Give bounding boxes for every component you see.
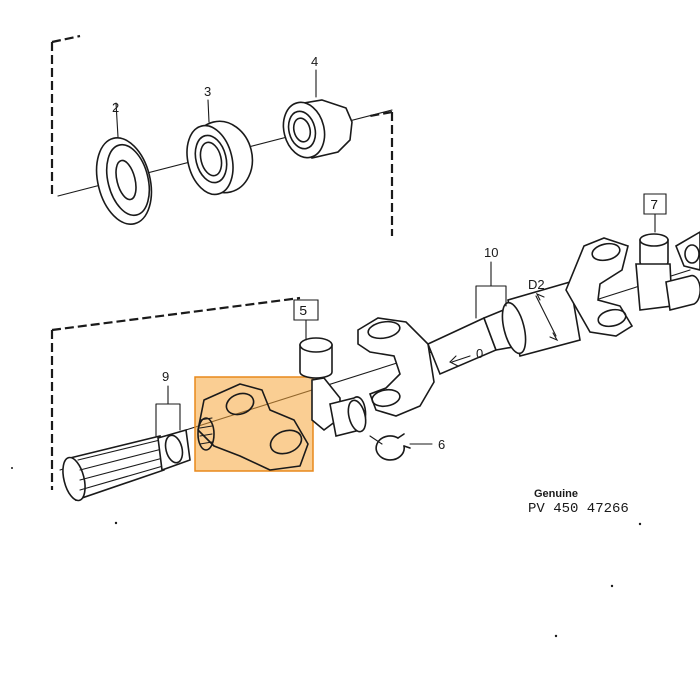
- callout-7: 7: [650, 198, 658, 214]
- part-10-propeller-tube: [475, 261, 581, 357]
- lower-assembly-frame: [50, 296, 301, 490]
- part-7-universal-joint: [635, 193, 700, 311]
- callout-2: 2: [112, 100, 119, 115]
- callout-5: 5: [299, 304, 307, 320]
- reference-number: PV 450 47266: [528, 501, 629, 517]
- part-5-universal-joint: [293, 299, 367, 437]
- part-9-splined-shaft: [62, 385, 191, 502]
- callout-9: 9: [162, 369, 169, 384]
- upper-inset-frame: [50, 34, 394, 236]
- callout-10: 10: [484, 245, 498, 260]
- highlighted-flange-yoke: [194, 376, 314, 472]
- part-3-bearing: [186, 99, 254, 196]
- scan-specks: [11, 467, 642, 638]
- highlight-box: [194, 376, 314, 472]
- part-2-washer: [95, 102, 153, 225]
- callout-4: 4: [311, 54, 318, 69]
- callout-6: 6: [438, 437, 445, 452]
- callout-3: 3: [204, 84, 211, 99]
- brand-label: Genuine: [534, 488, 578, 500]
- dimension-d2: D2: [528, 277, 545, 292]
- svg-text:0: 0: [476, 346, 483, 361]
- part-6-snap-ring: [369, 433, 433, 461]
- right-end-yoke: [565, 237, 634, 337]
- part-4-centering-sleeve: [282, 69, 353, 159]
